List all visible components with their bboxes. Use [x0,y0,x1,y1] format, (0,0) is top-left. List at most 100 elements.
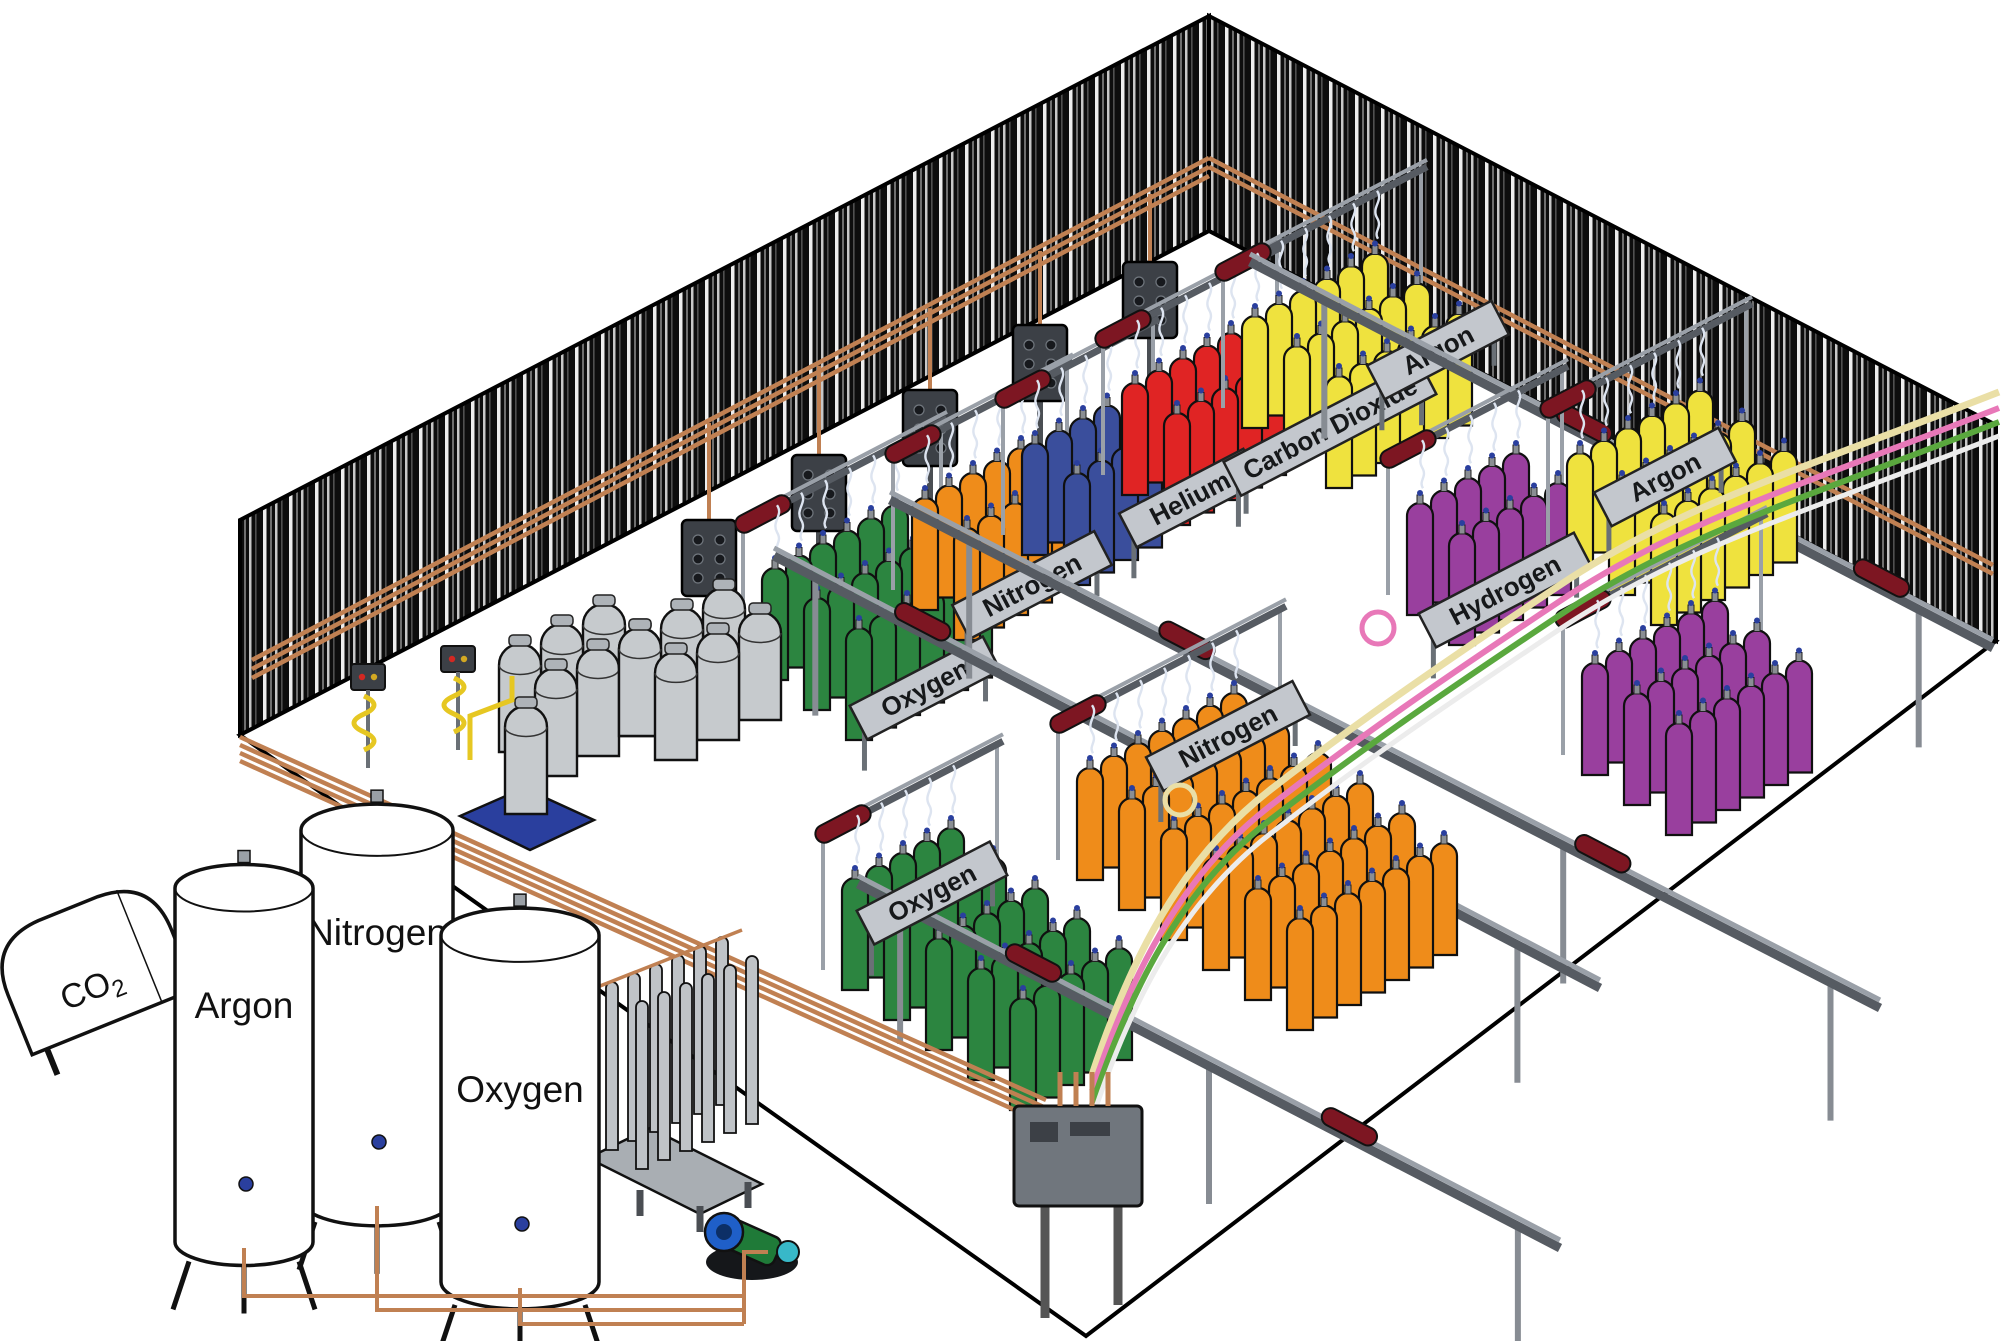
gas-cylinder [1243,886,1273,1002]
gas-tube [679,982,693,1152]
valve-knob [1715,420,1721,426]
valve-knob [978,955,984,961]
gas-tube [745,955,759,1125]
valve-knob [1180,345,1186,351]
valve-knob [904,590,910,596]
valve-knob [1393,855,1399,861]
tank-leg [296,1260,318,1311]
cylinder-valve [987,507,995,517]
valve-knob [1697,377,1703,384]
cylinder-valve [1455,305,1463,315]
transfer-hose [1088,388,2001,1077]
gas-cylinder [1405,501,1435,617]
yellow-hose-coil [351,693,377,753]
liquid-dewar [737,610,783,722]
dewar-handle [586,638,610,651]
tube-manifold-pipe [599,928,743,988]
cylinder-valve [921,489,929,500]
cylinder-valve [1230,684,1238,695]
cylinder-valve [1660,504,1668,515]
valve-knob [1068,960,1074,966]
manifold-pod [894,602,952,642]
cylinder-valve [1723,689,1731,700]
copper-header-pipes [250,156,1995,680]
cylinder-valve [1320,897,1328,907]
indicator-amber [370,673,378,681]
manifold-pod [1539,379,1597,419]
gas-cylinder [1285,916,1315,1032]
valve-knob [1348,253,1354,259]
tank-valve-knob [514,1216,530,1232]
cylinder-valve [1648,407,1656,417]
filling-hose [1082,354,1089,404]
cylinder-valve [1073,909,1081,920]
valve-knob [1020,985,1026,991]
tank-leg [440,1304,458,1341]
valve-knob [1417,490,1423,496]
valve-knob [1132,370,1138,376]
gas-cylinder [1309,904,1339,1019]
filling-hose [1666,562,1673,612]
manifold-pod [884,424,942,464]
valve-knob [1297,905,1303,911]
valve-knob [1336,363,1342,369]
cylinder-valve [1049,922,1057,932]
valve-knob [948,815,954,821]
filling-hose [870,454,877,504]
filling-hose [1699,327,1706,377]
valve-knob [1706,642,1712,649]
cylinder-valve [1756,454,1764,465]
valve-knob [1012,490,1018,496]
cylinder-valve [851,869,859,880]
co2-tank: CO2 [0,889,198,1076]
gas-tube [701,973,715,1143]
co2-body-group: CO2 [0,889,198,1076]
cylinder-valve [1055,422,1063,432]
filling-hose [822,479,829,529]
copper-pipe-right [1207,156,1995,567]
filling-hose [1113,692,1120,742]
cylinder-valve [1633,684,1641,695]
valve-knob [1111,742,1117,749]
tube-bundle-rack [585,928,765,1232]
cylinder-valve [1179,349,1187,360]
panel-port [692,534,704,546]
hose-station [440,645,476,750]
discharge-pipe [518,1288,744,1326]
cylinder-valve [1007,892,1015,902]
valve-knob [1056,417,1062,424]
plate-board [848,634,1002,742]
gas-cylinder [1664,721,1694,837]
valve-knob [1369,867,1375,874]
valve-knob [1243,777,1249,784]
oxygen-tank: Oxygen [439,893,601,1341]
valve-knob [1276,290,1282,297]
valve-knob [1643,457,1649,464]
cylinder-valve [969,464,977,475]
manifold-pod [1094,309,1152,349]
valve-knob [820,530,826,536]
valve-knob [1032,875,1038,881]
valve-knob [1441,477,1447,484]
dewar-handle [508,634,532,647]
cylinder-valve [1350,829,1358,840]
cylinder-valve [1290,757,1298,767]
valve-knob [1198,387,1204,394]
filling-hose [1603,377,1610,427]
cylinder-valve [1440,482,1448,492]
cylinder-valve [1251,307,1259,318]
dewar-handle [514,696,538,709]
cylinder-valve [1392,859,1400,870]
valve-knob [1135,730,1141,736]
valve-knob [1231,680,1237,686]
filling-hose [950,764,957,814]
dewar-handle [712,578,736,591]
cylinder-valve [1293,337,1301,348]
co2-seam [115,889,163,1003]
manifold-pod [814,804,872,844]
valve-knob [1592,650,1598,656]
cylinder-valve [1684,492,1692,502]
liquid-dewar [653,650,699,762]
cylinder-valve [1067,964,1075,975]
